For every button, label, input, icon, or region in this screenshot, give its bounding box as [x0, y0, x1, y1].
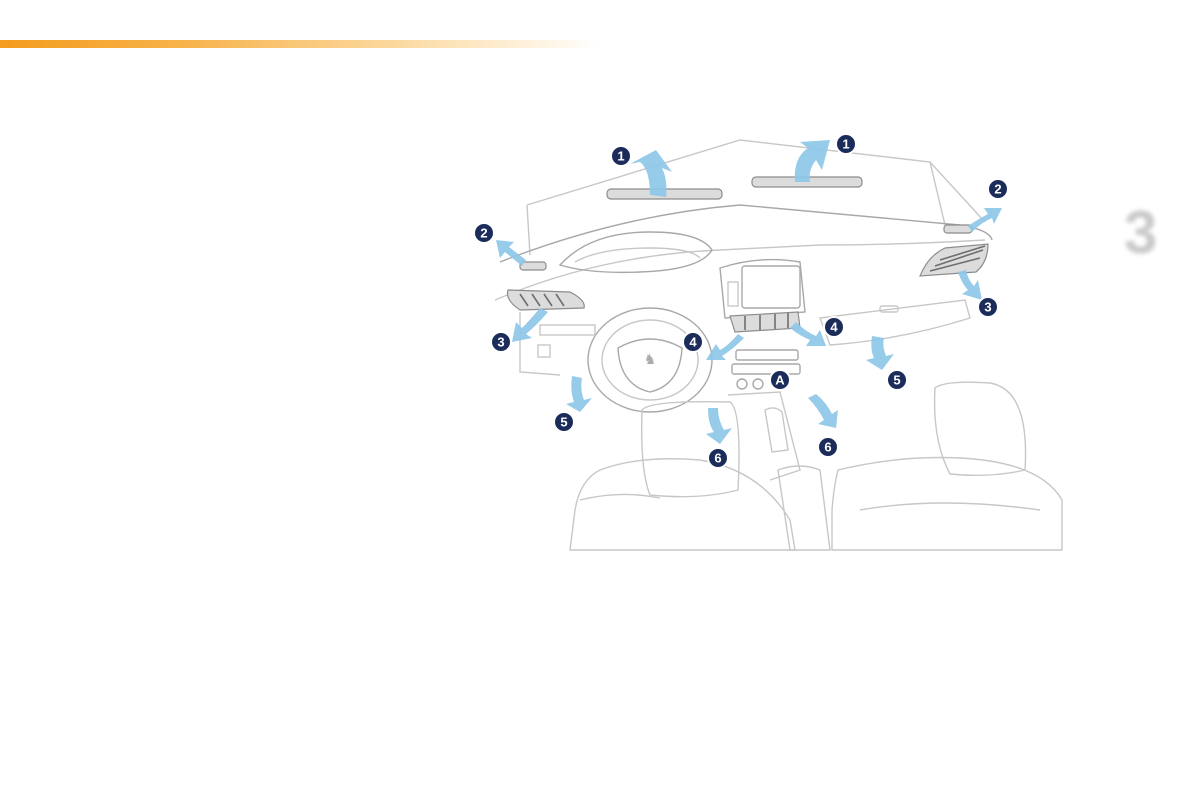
airflow-arrow-6b — [808, 394, 838, 428]
callout-6b-label: 6 — [824, 440, 831, 455]
callout-1a: 1 — [611, 146, 631, 166]
callout-1b: 1 — [836, 134, 856, 154]
callout-3b: 3 — [978, 297, 998, 317]
svg-text:♞: ♞ — [644, 353, 657, 368]
airflow-arrow-4b — [790, 322, 826, 346]
centre-armrest — [778, 466, 830, 550]
gear-lever — [765, 408, 788, 452]
callout-1a-label: 1 — [617, 149, 624, 164]
callout-4a: 4 — [683, 332, 703, 352]
callout-a-label: A — [775, 373, 785, 388]
callout-a: A — [770, 370, 790, 390]
fuse-cover — [538, 345, 550, 357]
airflow-arrow-4a — [706, 334, 744, 360]
driver-seat — [570, 402, 795, 550]
callout-3b-label: 3 — [984, 300, 991, 315]
windscreen-lower-edge — [527, 205, 530, 255]
callout-5a: 5 — [554, 412, 574, 432]
touchscreen — [742, 266, 800, 308]
airflow-arrow-2b — [968, 208, 1002, 232]
callout-4b-label: 4 — [830, 320, 838, 335]
side-vent-right — [920, 244, 988, 276]
steering-wheel: ♞ — [588, 308, 712, 412]
centre-vents — [730, 312, 800, 332]
callout-2a: 2 — [474, 223, 494, 243]
touchscreen-side-buttons — [728, 282, 738, 306]
callout-6b: 6 — [818, 437, 838, 457]
callout-3a: 3 — [491, 332, 511, 352]
callout-6a: 6 — [708, 448, 728, 468]
callout-5a-label: 5 — [560, 415, 567, 430]
airflow-arrow-3b — [958, 270, 982, 300]
callout-1b-label: 1 — [842, 137, 849, 152]
callout-5b-label: 5 — [893, 373, 900, 388]
callout-2b: 2 — [988, 179, 1008, 199]
side-vent-left — [508, 290, 585, 310]
instrument-display — [575, 248, 700, 262]
dashboard-lower — [495, 240, 985, 300]
airflow-arrows — [496, 140, 1002, 444]
side-window-vent-right — [944, 225, 972, 233]
windscreen-right-edge — [930, 162, 945, 225]
left-lower-dash — [520, 312, 560, 375]
side-window-vent-left — [520, 262, 546, 270]
callout-2b-label: 2 — [994, 182, 1001, 197]
callout-3a-label: 3 — [497, 335, 504, 350]
callout-4b: 4 — [824, 317, 844, 337]
passenger-seat — [832, 382, 1062, 550]
airflow-arrow-6a — [706, 408, 732, 444]
callout-6a-label: 6 — [714, 451, 721, 466]
centre-console-surround — [720, 260, 805, 318]
airflow-arrow-5a — [566, 376, 592, 412]
lower-switch-panel — [540, 325, 595, 335]
callout-2a-label: 2 — [480, 226, 487, 241]
callout-5b: 5 — [887, 370, 907, 390]
callout-4a-label: 4 — [689, 335, 697, 350]
